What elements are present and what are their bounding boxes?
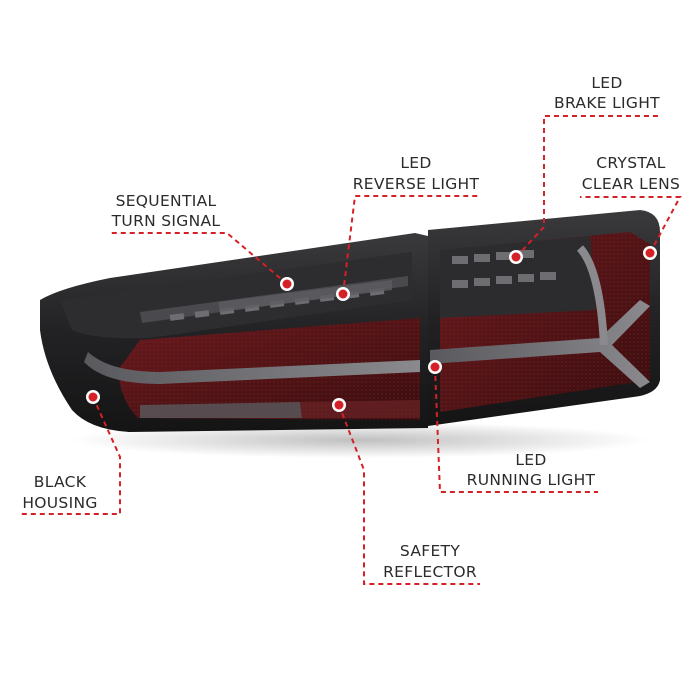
- reverse-light-leader: [342, 195, 478, 295]
- reflector-label-1: SAFETY: [400, 542, 460, 560]
- turn-signal-leader: [110, 232, 288, 285]
- reflector-strip: [140, 402, 302, 418]
- reverse-light-strip: [218, 280, 392, 312]
- clear-lens-leader: [580, 196, 682, 254]
- outer-light-bar: [84, 352, 420, 384]
- clear-lens-label-1: CRYSTAL: [596, 154, 666, 172]
- brake-light-leader: [515, 115, 660, 258]
- reflector-leader: [338, 404, 480, 585]
- housing-leader: [20, 396, 121, 515]
- outer-lamp: [40, 233, 428, 432]
- reflector-label-2: REFLECTOR: [383, 563, 477, 581]
- housing-label-1: BLACK: [34, 473, 87, 491]
- housing-dot: [86, 390, 100, 404]
- brake-light-dot: [509, 250, 523, 264]
- brake-led-cells: [452, 250, 556, 288]
- brake-light-label-2: BRAKE LIGHT: [554, 94, 660, 112]
- leader-lines: [20, 115, 682, 585]
- inner-lamp: [428, 210, 660, 426]
- turn-signal-dot: [280, 277, 294, 291]
- running-light-dot: [428, 360, 442, 374]
- brake-light-label-1: LED: [591, 74, 622, 92]
- inner-light-bar: [430, 300, 650, 388]
- clear-lens-dot: [643, 246, 657, 260]
- clear-lens-label-2: CLEAR LENS: [582, 175, 680, 193]
- turn-signal-label-2: TURN SIGNAL: [111, 212, 221, 230]
- reverse-light-label-1: LED: [400, 154, 431, 172]
- callout-dots: [86, 246, 657, 412]
- reflector-dot: [332, 398, 346, 412]
- running-light-label-1: LED: [515, 451, 546, 469]
- turn-signal-label-1: SEQUENTIAL: [116, 192, 217, 210]
- callout-labels: LED BRAKE LIGHT CRYSTAL CLEAR LENS LED R…: [22, 74, 680, 581]
- running-light-label-2: RUNNING LIGHT: [467, 471, 596, 489]
- ground-shadow: [70, 422, 650, 458]
- reverse-light-dot: [336, 287, 350, 301]
- housing-label-2: HOUSING: [22, 494, 97, 512]
- reverse-light-label-2: REVERSE LIGHT: [353, 175, 480, 193]
